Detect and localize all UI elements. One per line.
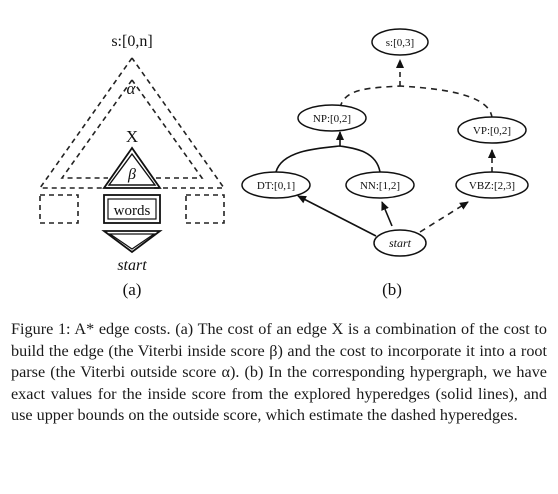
inside-triangle-inner bbox=[107, 152, 157, 186]
solid-hyperedge-dt-nn-to-np bbox=[275, 145, 381, 173]
caption-text: A* edge costs. (a) The cost of an edge X… bbox=[11, 320, 548, 425]
root-label: s:[0,n] bbox=[111, 33, 152, 50]
node-dt: DT:[0,1] bbox=[241, 171, 311, 199]
start-label: start bbox=[117, 257, 147, 274]
alpha-label: α bbox=[127, 79, 137, 98]
node-vbz-label: VBZ:[2,3] bbox=[469, 180, 515, 192]
node-vp-label: VP:[0,2] bbox=[473, 125, 511, 137]
panel-a-label: (a) bbox=[123, 280, 142, 299]
node-dt-label: DT:[0,1] bbox=[257, 180, 295, 192]
words-label: words bbox=[114, 203, 151, 219]
words-box-inner bbox=[107, 198, 157, 220]
start-triangle-outer bbox=[101, 230, 163, 254]
left-context-box bbox=[39, 194, 79, 224]
node-s: s:[0,3] bbox=[371, 28, 429, 56]
outside-region-inner-outline bbox=[60, 79, 204, 179]
panel-b: s:[0,3] NP:[0,2] VP:[0,2] DT:[0,1] NN:[1… bbox=[241, 28, 529, 299]
panel-a: s:[0,n] α X β words start (a) bbox=[38, 33, 226, 299]
words-box bbox=[103, 194, 161, 224]
node-s-label: s:[0,3] bbox=[386, 37, 414, 49]
dashed-hyperedge-np-vp-to-s bbox=[339, 85, 493, 119]
edge-x-label: X bbox=[126, 127, 138, 146]
panel-b-label: (b) bbox=[382, 280, 402, 299]
node-np: NP:[0,2] bbox=[297, 104, 367, 132]
node-start: start bbox=[373, 229, 427, 257]
solid-edge-start-to-nn bbox=[381, 201, 393, 227]
right-context-box bbox=[185, 194, 225, 224]
node-vp: VP:[0,2] bbox=[457, 116, 527, 144]
figure-label: Figure 1: bbox=[11, 320, 71, 338]
beta-label: β bbox=[127, 166, 136, 183]
solid-edge-start-to-dt bbox=[297, 195, 377, 237]
node-np-label: NP:[0,2] bbox=[313, 113, 351, 125]
figure-1: s:[0,n] α X β words start (a) bbox=[38, 28, 529, 299]
node-nn: NN:[1,2] bbox=[345, 171, 415, 199]
node-vbz: VBZ:[2,3] bbox=[455, 171, 529, 199]
node-nn-label: NN:[1,2] bbox=[360, 180, 400, 192]
start-triangle-inner bbox=[108, 233, 156, 250]
node-start-label: start bbox=[389, 236, 412, 250]
dashed-edge-start-to-vbz bbox=[419, 201, 469, 233]
figure-caption: Figure 1: A* edge costs. (a) The cost of… bbox=[11, 319, 547, 427]
inside-triangle-outer bbox=[102, 146, 162, 189]
